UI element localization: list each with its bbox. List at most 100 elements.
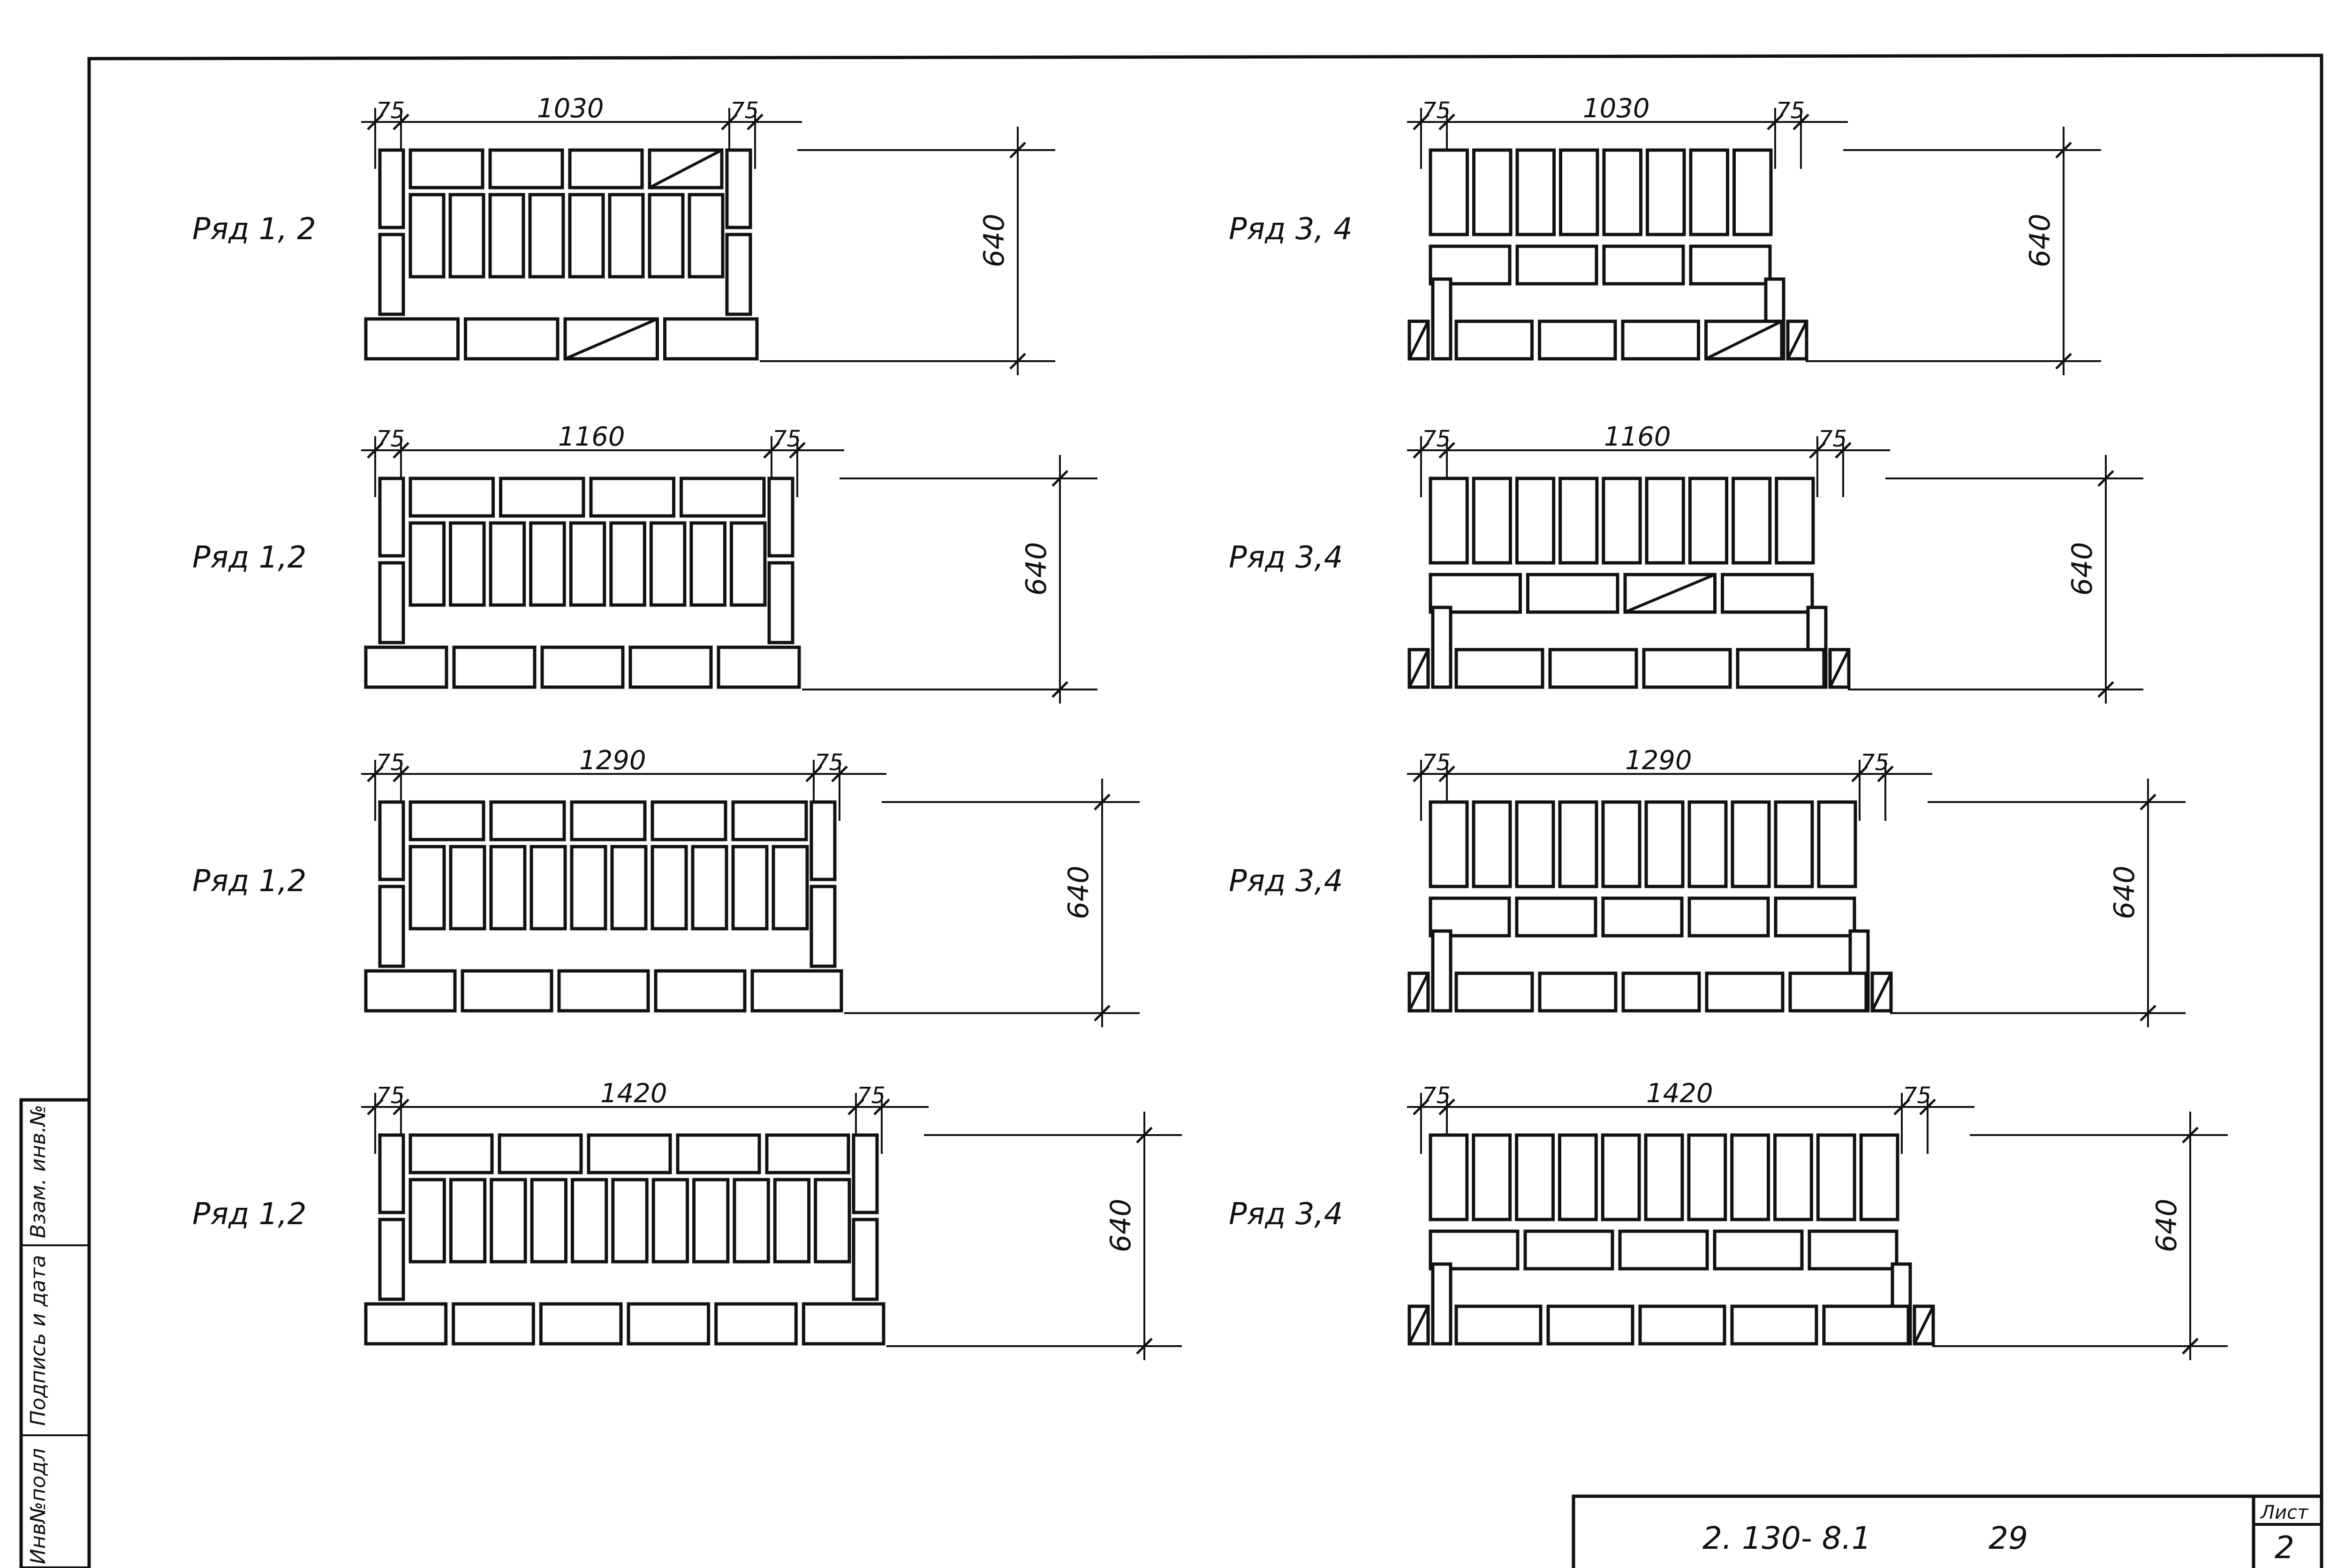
brick bbox=[651, 845, 688, 931]
brick bbox=[364, 969, 457, 1013]
brick bbox=[691, 845, 728, 931]
brick bbox=[1601, 896, 1684, 938]
brick bbox=[1817, 800, 1857, 888]
brick bbox=[452, 645, 537, 689]
dimension-tick bbox=[2097, 681, 2114, 698]
brick bbox=[378, 148, 405, 229]
brick bbox=[569, 521, 606, 607]
height-dimension: 640 bbox=[2108, 865, 2141, 919]
brick bbox=[378, 1218, 405, 1301]
sheet-frame bbox=[87, 53, 2323, 1568]
dimension-tick bbox=[1051, 681, 1068, 698]
brick bbox=[408, 1133, 494, 1174]
brick bbox=[1548, 648, 1638, 689]
dimension-tick bbox=[1767, 114, 1784, 130]
dimension-tick bbox=[1136, 1127, 1153, 1144]
brick bbox=[408, 477, 495, 518]
dimension-tick bbox=[2182, 1338, 2199, 1355]
brick bbox=[1472, 800, 1512, 888]
dimension-tick bbox=[2182, 1127, 2199, 1144]
cut-brick-hatch bbox=[564, 318, 658, 360]
brick bbox=[448, 193, 485, 279]
brick bbox=[852, 1218, 879, 1301]
brick bbox=[490, 1178, 527, 1264]
brick bbox=[528, 193, 565, 279]
brick bbox=[1546, 1304, 1634, 1346]
brick bbox=[449, 521, 486, 607]
brick bbox=[1859, 1133, 1899, 1221]
dimension-tick bbox=[2055, 353, 2072, 370]
brick bbox=[1687, 800, 1728, 888]
brick bbox=[717, 645, 801, 689]
dimension-tick bbox=[747, 114, 764, 130]
width-dimension: 1420 bbox=[600, 1078, 667, 1109]
width-dimension: 1030 bbox=[1583, 93, 1650, 124]
end-dimension-left: 75 bbox=[1422, 426, 1451, 452]
brick bbox=[378, 561, 405, 644]
brick bbox=[1523, 1229, 1614, 1271]
end-dimension-left: 75 bbox=[1422, 1083, 1451, 1109]
brick bbox=[772, 845, 809, 931]
dimension-tick bbox=[1413, 765, 1430, 782]
dimension-tick bbox=[2097, 470, 2114, 487]
cut-brick-hatch bbox=[1786, 320, 1808, 360]
brick bbox=[610, 845, 648, 931]
brick bbox=[408, 1178, 446, 1264]
cut-brick-hatch bbox=[1408, 649, 1430, 688]
dimension-tick bbox=[367, 765, 384, 782]
row-label: Ряд 3, 4 bbox=[1229, 212, 1353, 247]
brick bbox=[364, 317, 460, 361]
brick bbox=[1687, 896, 1770, 938]
height-dimension: 640 bbox=[1062, 865, 1095, 919]
sheet-number: 2 bbox=[2275, 1530, 2294, 1566]
cut-brick-hatch bbox=[1705, 320, 1783, 360]
brick bbox=[773, 1178, 811, 1264]
row-label: Ряд 3,4 bbox=[1229, 540, 1343, 575]
end-dimension-right: 75 bbox=[1818, 426, 1847, 452]
dimension-tick bbox=[1438, 442, 1455, 459]
dimension-tick bbox=[393, 1098, 409, 1115]
brick bbox=[627, 1302, 711, 1346]
cut-brick-hatch bbox=[1408, 1305, 1430, 1345]
brick bbox=[1429, 1133, 1469, 1221]
brick bbox=[1645, 477, 1685, 565]
cut-brick-hatch bbox=[1624, 573, 1716, 614]
dimension-tick bbox=[1094, 1005, 1111, 1022]
cut-brick-hatch bbox=[1829, 649, 1850, 688]
brick bbox=[1646, 148, 1686, 236]
brick bbox=[651, 800, 727, 841]
dimension-tick bbox=[789, 442, 806, 459]
brick bbox=[488, 193, 525, 279]
brick bbox=[499, 477, 585, 518]
brick bbox=[1775, 477, 1815, 565]
height-dimension: 640 bbox=[2066, 542, 2099, 596]
brick bbox=[1730, 1304, 1818, 1346]
end-dimension-right: 75 bbox=[1903, 1083, 1931, 1109]
brick bbox=[568, 193, 605, 279]
brick bbox=[570, 800, 647, 841]
brick bbox=[408, 800, 485, 841]
dimension-tick bbox=[2055, 142, 2072, 159]
brick bbox=[1602, 477, 1642, 565]
row-label: Ряд 1, 2 bbox=[192, 212, 316, 247]
dimension-tick bbox=[721, 114, 738, 130]
brick bbox=[1429, 477, 1469, 565]
title-block: 2. 130- 8.1 29 Лист 2 bbox=[1572, 1494, 2322, 1568]
brick bbox=[1429, 148, 1469, 236]
brick bbox=[733, 1178, 770, 1264]
dimension-tick bbox=[367, 442, 384, 459]
sheet-label: Лист bbox=[2260, 1502, 2309, 1523]
brick bbox=[1515, 896, 1597, 938]
brick bbox=[725, 233, 752, 316]
brick bbox=[692, 1178, 730, 1264]
brick bbox=[648, 193, 685, 279]
width-dimension: 1160 bbox=[558, 422, 625, 452]
brick bbox=[1515, 1133, 1555, 1221]
brick bbox=[651, 1178, 689, 1264]
